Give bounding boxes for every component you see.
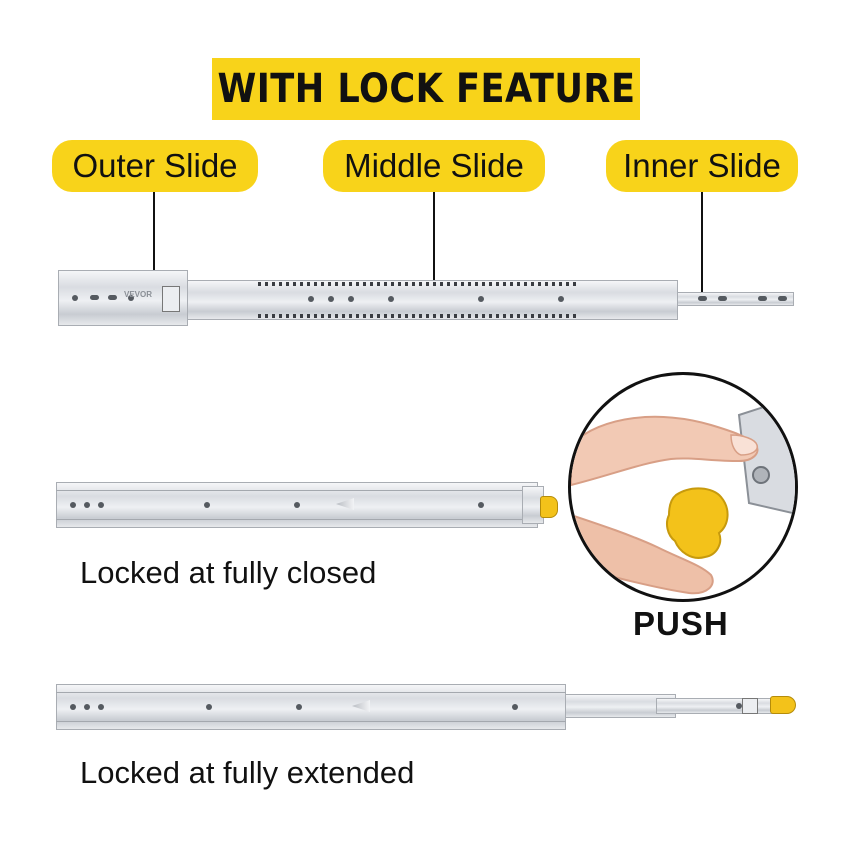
- brand-mark: VEVOR: [124, 290, 153, 299]
- extended-inner-section: [656, 698, 786, 714]
- title-banner: WITH LOCK FEATURE: [212, 58, 640, 120]
- lock-mechanism: [742, 698, 758, 714]
- caption-locked-closed: Locked at fully closed: [80, 555, 377, 590]
- middle-slide-leader-line: [433, 192, 435, 286]
- rail-locked-closed: [56, 482, 566, 530]
- rail-slot: [90, 295, 99, 300]
- rail-edge-line: [56, 519, 538, 520]
- lock-lever: [540, 496, 558, 518]
- rail-edge-line: [56, 490, 538, 491]
- rail-hole: [348, 296, 354, 302]
- rail-hole: [558, 296, 564, 302]
- rail-hole: [128, 295, 134, 301]
- rail-edge-line: [56, 721, 566, 722]
- rail-hole: [206, 704, 212, 710]
- rail-edge-line: [56, 692, 566, 693]
- push-detail-inset: [568, 372, 798, 602]
- rail-slot: [698, 296, 707, 301]
- rail-hole: [98, 502, 104, 508]
- rail-hole: [328, 296, 334, 302]
- push-label: PUSH: [633, 605, 729, 642]
- extended-rail-body: [56, 684, 566, 730]
- rail-hole: [70, 502, 76, 508]
- middle-slide-label: Middle Slide: [323, 140, 545, 192]
- rail-hole: [70, 704, 76, 710]
- rail-hole: [512, 704, 518, 710]
- lock-lever: [770, 696, 796, 714]
- inner-slide-leader-line: [701, 192, 703, 296]
- inner-slide-label: Inner Slide: [606, 140, 798, 192]
- outer-slide-leader-line: [153, 192, 155, 286]
- rail-hole: [84, 502, 90, 508]
- rail-hole: [736, 703, 742, 709]
- finger-push-illustration: [571, 395, 795, 595]
- rail-hole: [478, 502, 484, 508]
- rail-hole: [204, 502, 210, 508]
- banner-title: WITH LOCK FEATURE: [217, 66, 635, 112]
- ball-bearing-row: [258, 314, 578, 318]
- rail-slot: [718, 296, 727, 301]
- outer-slide-label: Outer Slide: [52, 140, 258, 192]
- rail-locked-extended: [56, 684, 801, 732]
- caption-locked-extended: Locked at fully extended: [80, 755, 415, 790]
- rail-hole: [296, 704, 302, 710]
- rail-slot: [758, 296, 767, 301]
- ball-bearing-row: [258, 282, 578, 286]
- rail-hole: [308, 296, 314, 302]
- rail-hole: [72, 295, 78, 301]
- rail-hole: [294, 502, 300, 508]
- rail-hole: [388, 296, 394, 302]
- rail-hole: [98, 704, 104, 710]
- drawer-slide-assembly: VEVOR: [58, 268, 798, 328]
- middle-slide-rail: [158, 280, 678, 320]
- rail-slot: [108, 295, 117, 300]
- rail-slot: [778, 296, 787, 301]
- release-clip: [162, 286, 180, 312]
- rail-hole: [478, 296, 484, 302]
- rail-hole: [84, 704, 90, 710]
